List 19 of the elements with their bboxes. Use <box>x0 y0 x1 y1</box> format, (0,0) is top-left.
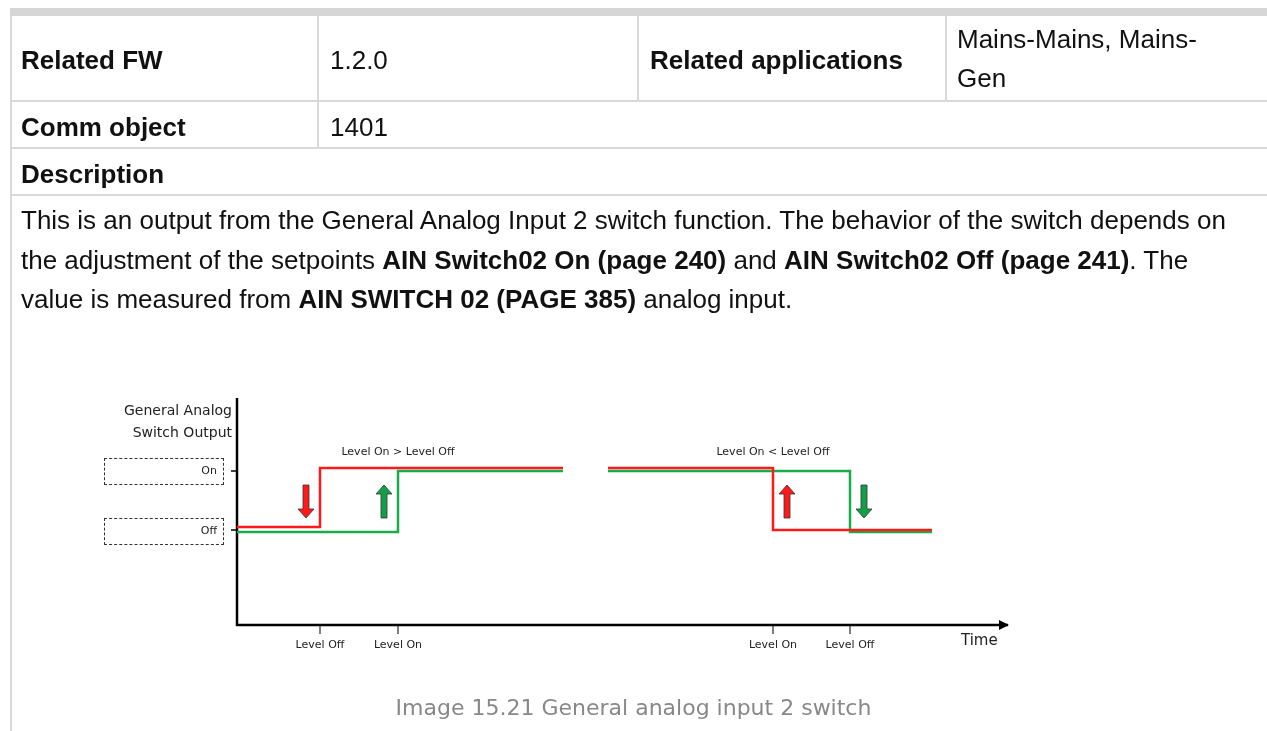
annotation: Level On < Level Off <box>715 445 831 458</box>
header-cell-text: Related applications <box>650 44 904 76</box>
header-cell-text: Comm object <box>21 111 187 143</box>
axis-title: General Analog Switch Output <box>123 401 232 442</box>
value-cell-text: Mains-Mains, Mains-Gen <box>957 23 1198 95</box>
tick-label: Level On <box>747 638 799 651</box>
description-paragraph: This is an output from the General Analog Input 2 switch function. The behavior of the switch depends on the adjustment of the setpoints AIN Switch02 On (page 240) and AIN Switch02 Off (page 241). The value is measured from AIN SWITCH 02 (PAGE 385) analog input. <box>21 204 1227 316</box>
value-cell-text: 1.2.0 <box>330 44 389 76</box>
state-box: Off <box>104 518 224 545</box>
tick-label: Level Off <box>824 638 876 651</box>
header-cell-text: Related FW <box>21 44 164 76</box>
state-box: On <box>104 458 224 485</box>
figure-caption: Image 15.21 General analog input 2 switch <box>394 695 873 720</box>
value-cell-text: 1401 <box>330 111 389 143</box>
axis-title: Time <box>961 631 998 649</box>
tick-label: Level On <box>372 638 424 651</box>
annotation: Level On > Level Off <box>340 445 456 458</box>
tick-label: Level Off <box>294 638 346 651</box>
section-heading: Description <box>21 158 166 190</box>
